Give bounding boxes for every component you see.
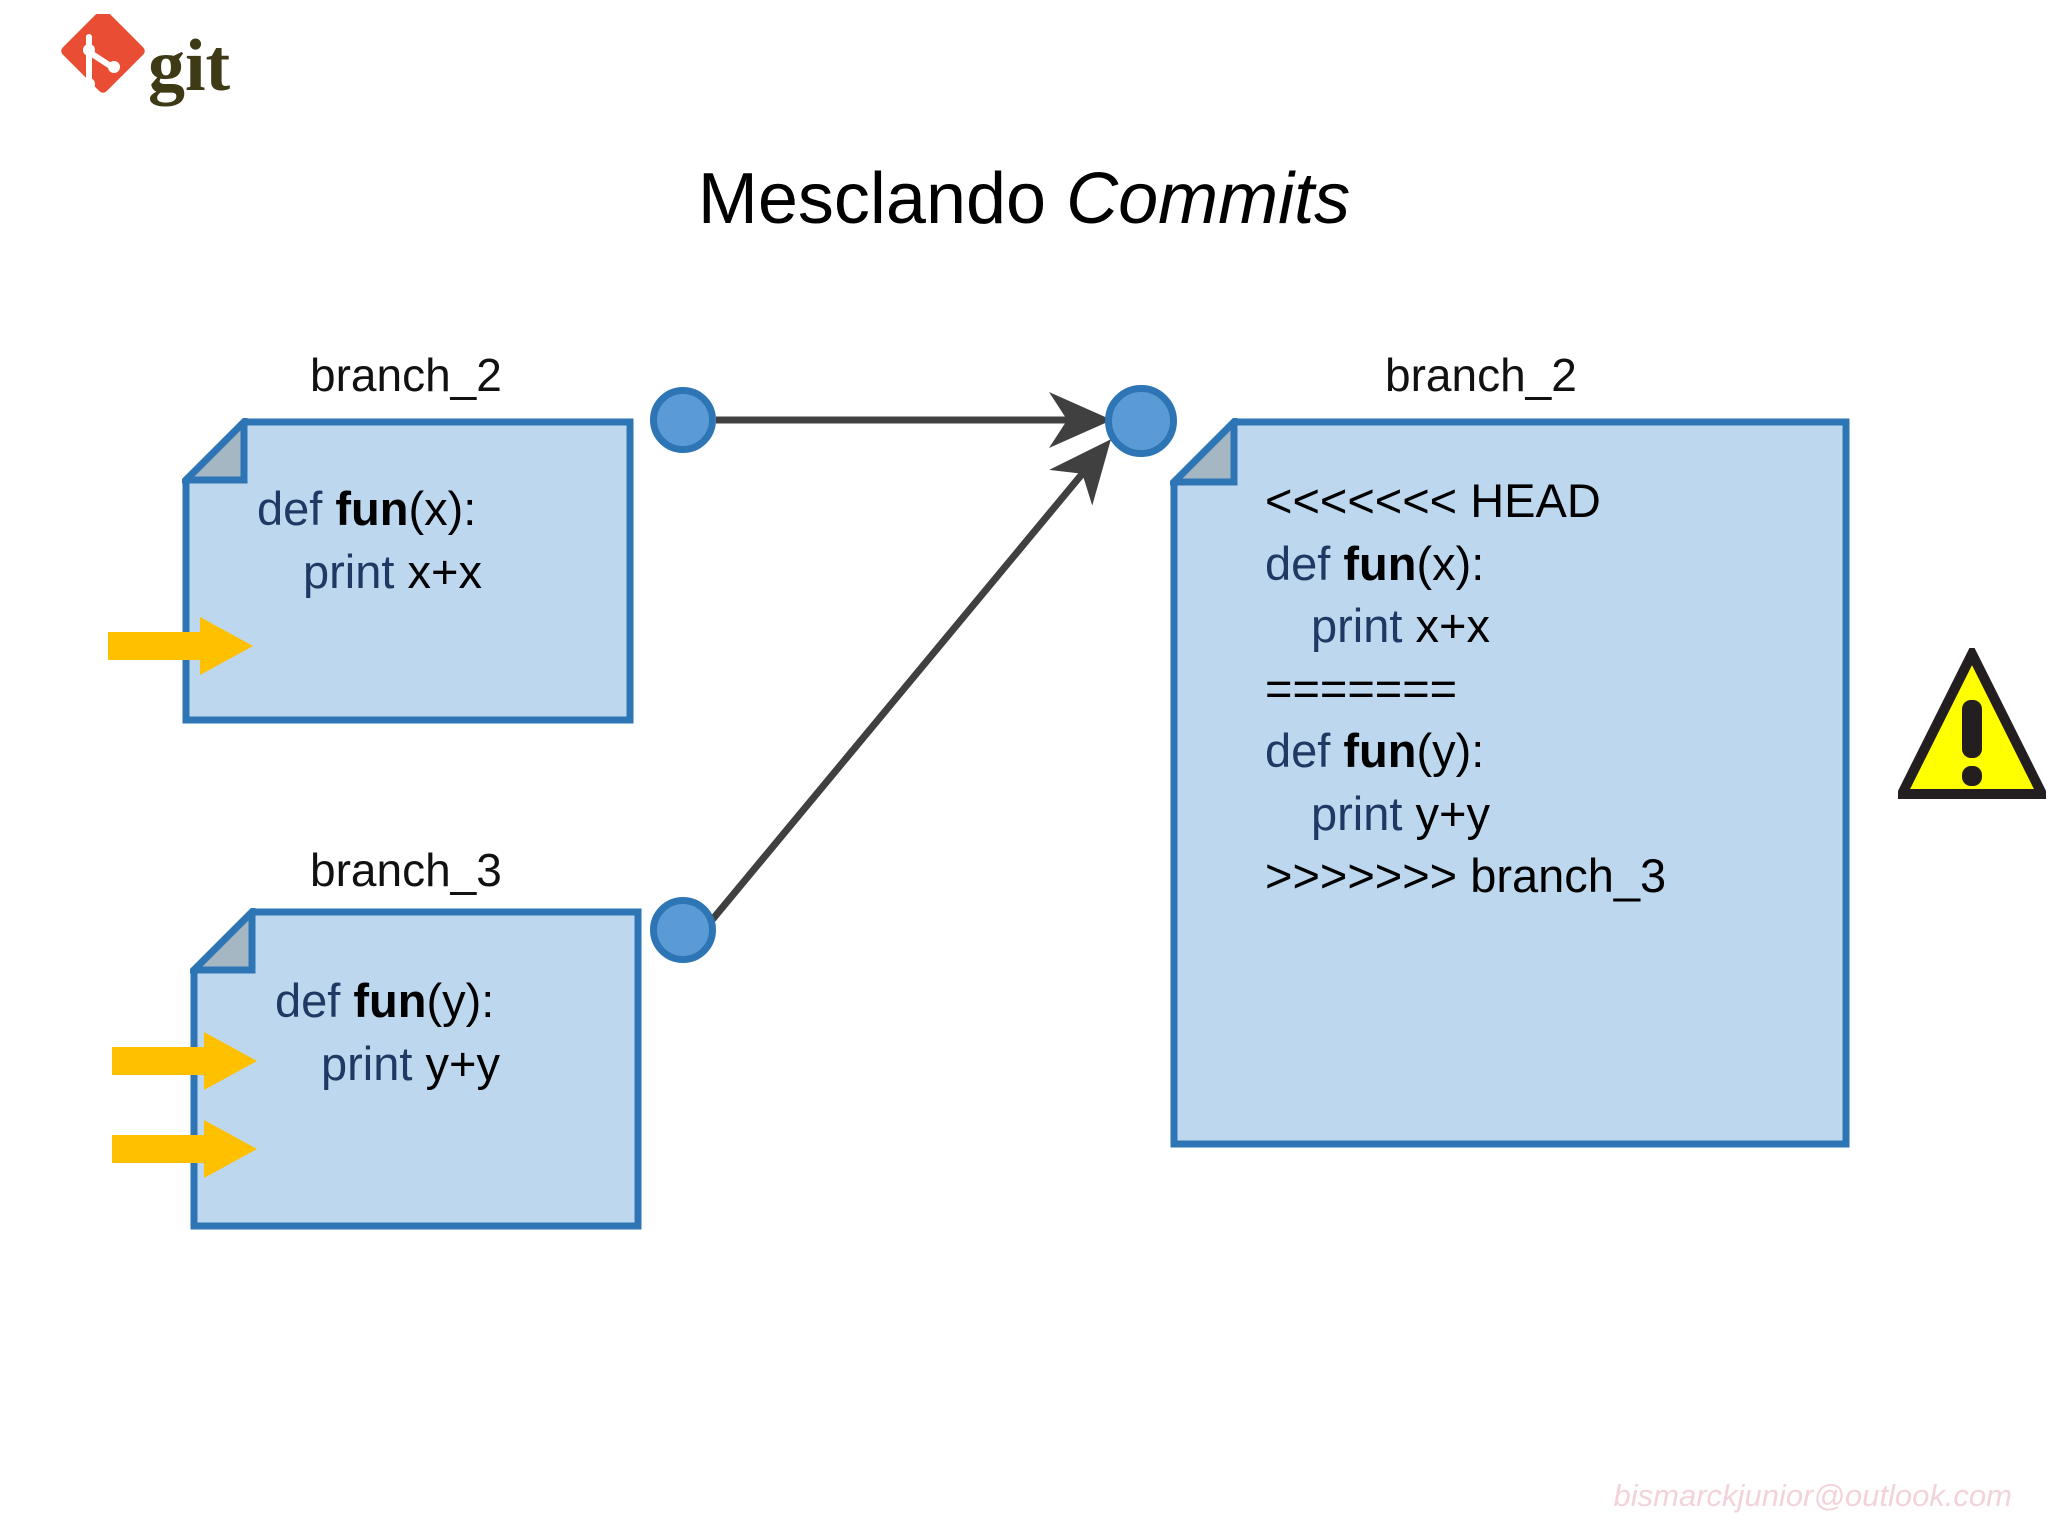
code-token: print: [321, 1036, 426, 1090]
exclamation-dot: [1962, 766, 1982, 786]
document-branch-2[interactable]: def fun(x):print x+x: [182, 418, 634, 724]
document-shape-icon: [182, 418, 634, 724]
code-token: print: [1311, 786, 1416, 840]
commit-node-branch-3[interactable]: [650, 897, 716, 963]
code-token: fun: [1343, 724, 1417, 777]
arrow-branch3-to-merge: [709, 439, 1111, 923]
label-branch-2-right: branch_2: [1385, 349, 1577, 401]
code-token: fun: [1343, 536, 1417, 590]
code-token: (x):: [408, 482, 477, 535]
pointer-arrow-icon-1: [108, 615, 254, 677]
pointer-arrow-icon-2: [112, 1030, 258, 1092]
code-token: print: [1311, 599, 1416, 652]
document-code-branch-3: def fun(y):print y+y: [275, 970, 500, 1095]
code-line: def fun(x):: [1265, 533, 1666, 596]
code-token: fun: [335, 482, 409, 535]
code-line: >>>>>>> branch_3: [1265, 845, 1666, 908]
code-line: print y+y: [275, 1033, 500, 1096]
code-line: =======: [1265, 658, 1666, 721]
page-title-italic: Commits: [1066, 159, 1351, 239]
warning-triangle-icon: [1893, 642, 2048, 800]
code-token: def: [257, 482, 336, 535]
code-line: def fun(y):: [275, 970, 500, 1033]
pointer-arrow-icon-3: [112, 1118, 258, 1180]
watermark: bismarckjunior@outlook.com: [1613, 1478, 2012, 1513]
code-token: (y):: [426, 974, 495, 1027]
code-token: >>>>>>> branch_3: [1265, 849, 1667, 902]
code-line: <<<<<<< HEAD: [1265, 470, 1666, 533]
document-code-branch-2: def fun(x):print x+x: [257, 478, 482, 603]
code-token: def: [275, 974, 354, 1027]
git-diamond-icon: [61, 14, 145, 93]
code-line: print x+x: [257, 541, 482, 604]
code-token: x+x: [407, 544, 482, 598]
code-token: (x):: [1416, 536, 1485, 590]
code-token: def: [1265, 724, 1344, 777]
code-token: print: [303, 544, 408, 598]
page-title: Mesclando Commits: [0, 158, 2048, 240]
document-shape-icon: [190, 908, 642, 1230]
label-branch-2-left: branch_2: [310, 349, 502, 401]
git-wordmark: git: [148, 25, 231, 107]
code-token: def: [1265, 536, 1344, 590]
code-token: x+x: [1415, 599, 1490, 652]
commit-node-merge[interactable]: [1105, 385, 1177, 457]
label-branch-3-left: branch_3: [310, 844, 502, 896]
code-token: (y):: [1416, 724, 1485, 777]
code-token: =======: [1265, 661, 1458, 715]
git-logo: git: [36, 14, 276, 114]
exclamation-bar: [1962, 700, 1982, 758]
code-line: def fun(y):: [1265, 720, 1666, 783]
page-title-normal: Mesclando: [697, 159, 1067, 239]
document-shape-icon: [1170, 418, 1850, 1148]
code-token: <<<<<<< HEAD: [1265, 474, 1601, 527]
code-line: def fun(x):: [257, 478, 482, 541]
code-token: y+y: [425, 1036, 500, 1090]
commit-node-branch-2[interactable]: [650, 387, 716, 453]
code-line: print y+y: [1265, 783, 1666, 846]
document-branch-3[interactable]: def fun(y):print y+y: [190, 908, 642, 1230]
code-line: print x+x: [1265, 595, 1666, 658]
code-token: y+y: [1415, 786, 1490, 840]
code-token: fun: [353, 974, 427, 1027]
